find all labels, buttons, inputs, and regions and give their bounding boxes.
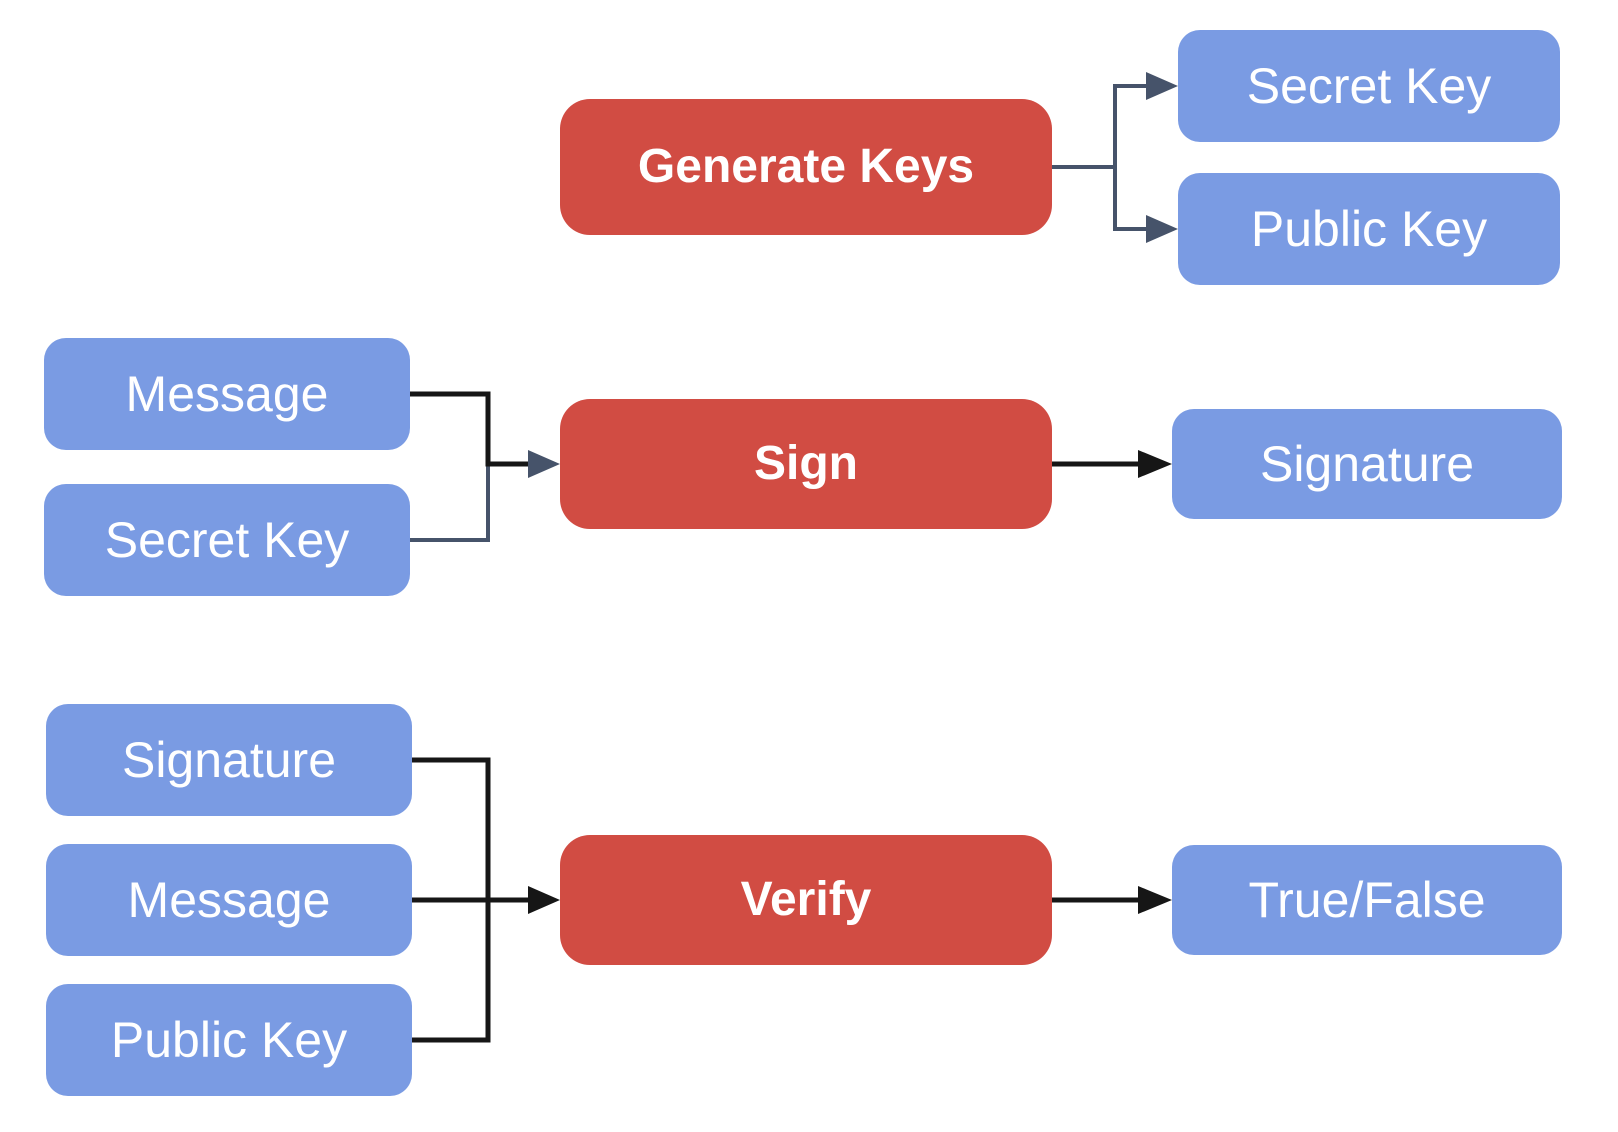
connector-public-key-line: [412, 900, 491, 1043]
connector-message-line: [410, 391, 528, 467]
arrowhead-to-true-false-icon: [1138, 886, 1172, 914]
node-signature-input: Signature: [46, 704, 412, 816]
node-generate-keys: Generate Keys: [560, 99, 1052, 235]
arrowhead-to-secret-key-icon: [1146, 72, 1178, 100]
node-message-sign-input: Message: [44, 338, 410, 450]
connector-signature-line: [412, 757, 491, 900]
node-signature-output: Signature: [1172, 409, 1562, 519]
arrowhead-to-verify-icon: [528, 886, 560, 914]
connector-generate-keys-branch: [1052, 72, 1178, 243]
arrowhead-to-public-key-icon: [1146, 215, 1178, 243]
node-true-false-output: True/False: [1172, 845, 1562, 955]
connector-message-to-sign: [410, 391, 560, 478]
connector-secret-key-to-sign: [410, 462, 528, 542]
connector-verify-to-true-false: [1052, 886, 1172, 914]
connector-to-secret-key-line: [1113, 84, 1146, 167]
arrowhead-to-signature-icon: [1138, 450, 1172, 478]
arrowhead-to-sign-icon: [528, 450, 560, 478]
node-verify: Verify: [560, 835, 1052, 965]
connector-sign-to-signature: [1052, 450, 1172, 478]
node-secret-key-input: Secret Key: [44, 484, 410, 596]
connector-message-to-verify: [412, 886, 560, 914]
connector-secret-key-line: [410, 462, 528, 542]
connector-to-public-key-line: [1113, 167, 1146, 231]
node-secret-key-output: Secret Key: [1178, 30, 1560, 142]
node-message-verify-input: Message: [46, 844, 412, 956]
connector-signature-to-verify: [412, 757, 491, 900]
connector-public-key-to-verify: [412, 900, 491, 1043]
node-sign: Sign: [560, 399, 1052, 529]
node-public-key-output: Public Key: [1178, 173, 1560, 285]
node-public-key-input: Public Key: [46, 984, 412, 1096]
